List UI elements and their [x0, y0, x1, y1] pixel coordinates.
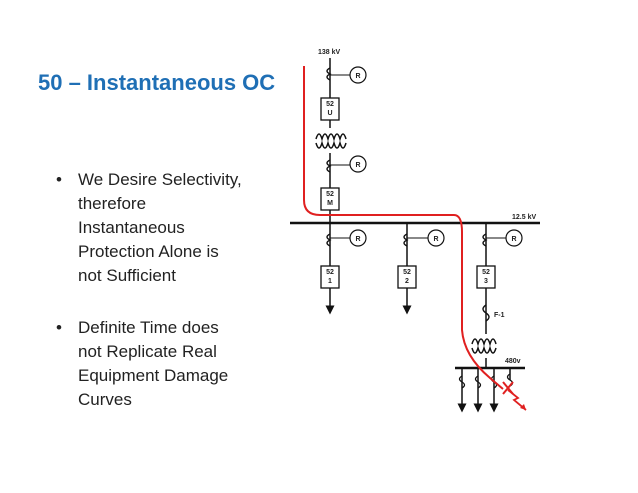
ct-symbol	[403, 233, 409, 247]
bullet-item: • Definite Time does not Replicate Real …	[46, 316, 246, 412]
transformer-icon	[471, 338, 497, 354]
breaker-2-id: 2	[405, 278, 409, 285]
voltage-label-480v: 480v	[505, 358, 521, 365]
lv-feeder	[457, 368, 467, 413]
breaker-m-num: 52	[326, 191, 334, 198]
relay-icon	[349, 66, 367, 84]
breaker-3-id: 3	[484, 278, 488, 285]
bullet-item: • We Desire Selectivity, therefore Insta…	[46, 168, 246, 288]
breaker-u-num: 52	[326, 101, 334, 108]
bullet-dot: •	[56, 318, 62, 337]
fuse-label: F-1	[494, 312, 505, 319]
ct-symbol	[326, 159, 332, 173]
breaker-2	[397, 265, 417, 289]
relay-label: R	[511, 236, 516, 243]
relay-label: R	[433, 236, 438, 243]
fuse-icon	[482, 304, 490, 322]
breaker-3	[476, 265, 496, 289]
relay-icon	[427, 229, 445, 247]
breaker-1	[320, 265, 340, 289]
relay-icon	[349, 155, 367, 173]
fault-current-path	[303, 66, 504, 390]
bullet-dot: •	[56, 170, 62, 189]
breaker-3-num: 52	[482, 269, 490, 276]
bullet-text: We Desire Selectivity, therefore Instant…	[78, 170, 242, 285]
voltage-label-12-5kv: 12.5 kV	[512, 214, 536, 221]
breaker-2-num: 52	[403, 269, 411, 276]
ct-symbol	[326, 233, 332, 247]
relay-label: R	[355, 236, 360, 243]
ct-symbol	[482, 233, 488, 247]
lv-feeder	[489, 368, 499, 413]
voltage-label-138kv: 138 kV	[318, 49, 341, 56]
fault-icon	[502, 381, 527, 411]
relay-label: R	[355, 162, 360, 169]
transformer-icon	[315, 133, 347, 149]
lv-feeder	[473, 368, 483, 413]
relay-icon	[349, 229, 367, 247]
bullet-text: Definite Time does not Replicate Real Eq…	[78, 318, 229, 409]
breaker-1-id: 1	[328, 278, 332, 285]
relay-icon	[505, 229, 523, 247]
breaker-m-id: M	[327, 200, 333, 207]
breaker-1-num: 52	[326, 269, 334, 276]
relay-label: R	[355, 73, 360, 80]
ct-symbol	[326, 67, 332, 81]
bullet-list: • We Desire Selectivity, therefore Insta…	[46, 168, 246, 440]
slide-title: 50 – Instantaneous OC	[38, 70, 276, 95]
breaker-u-id: U	[327, 110, 332, 117]
